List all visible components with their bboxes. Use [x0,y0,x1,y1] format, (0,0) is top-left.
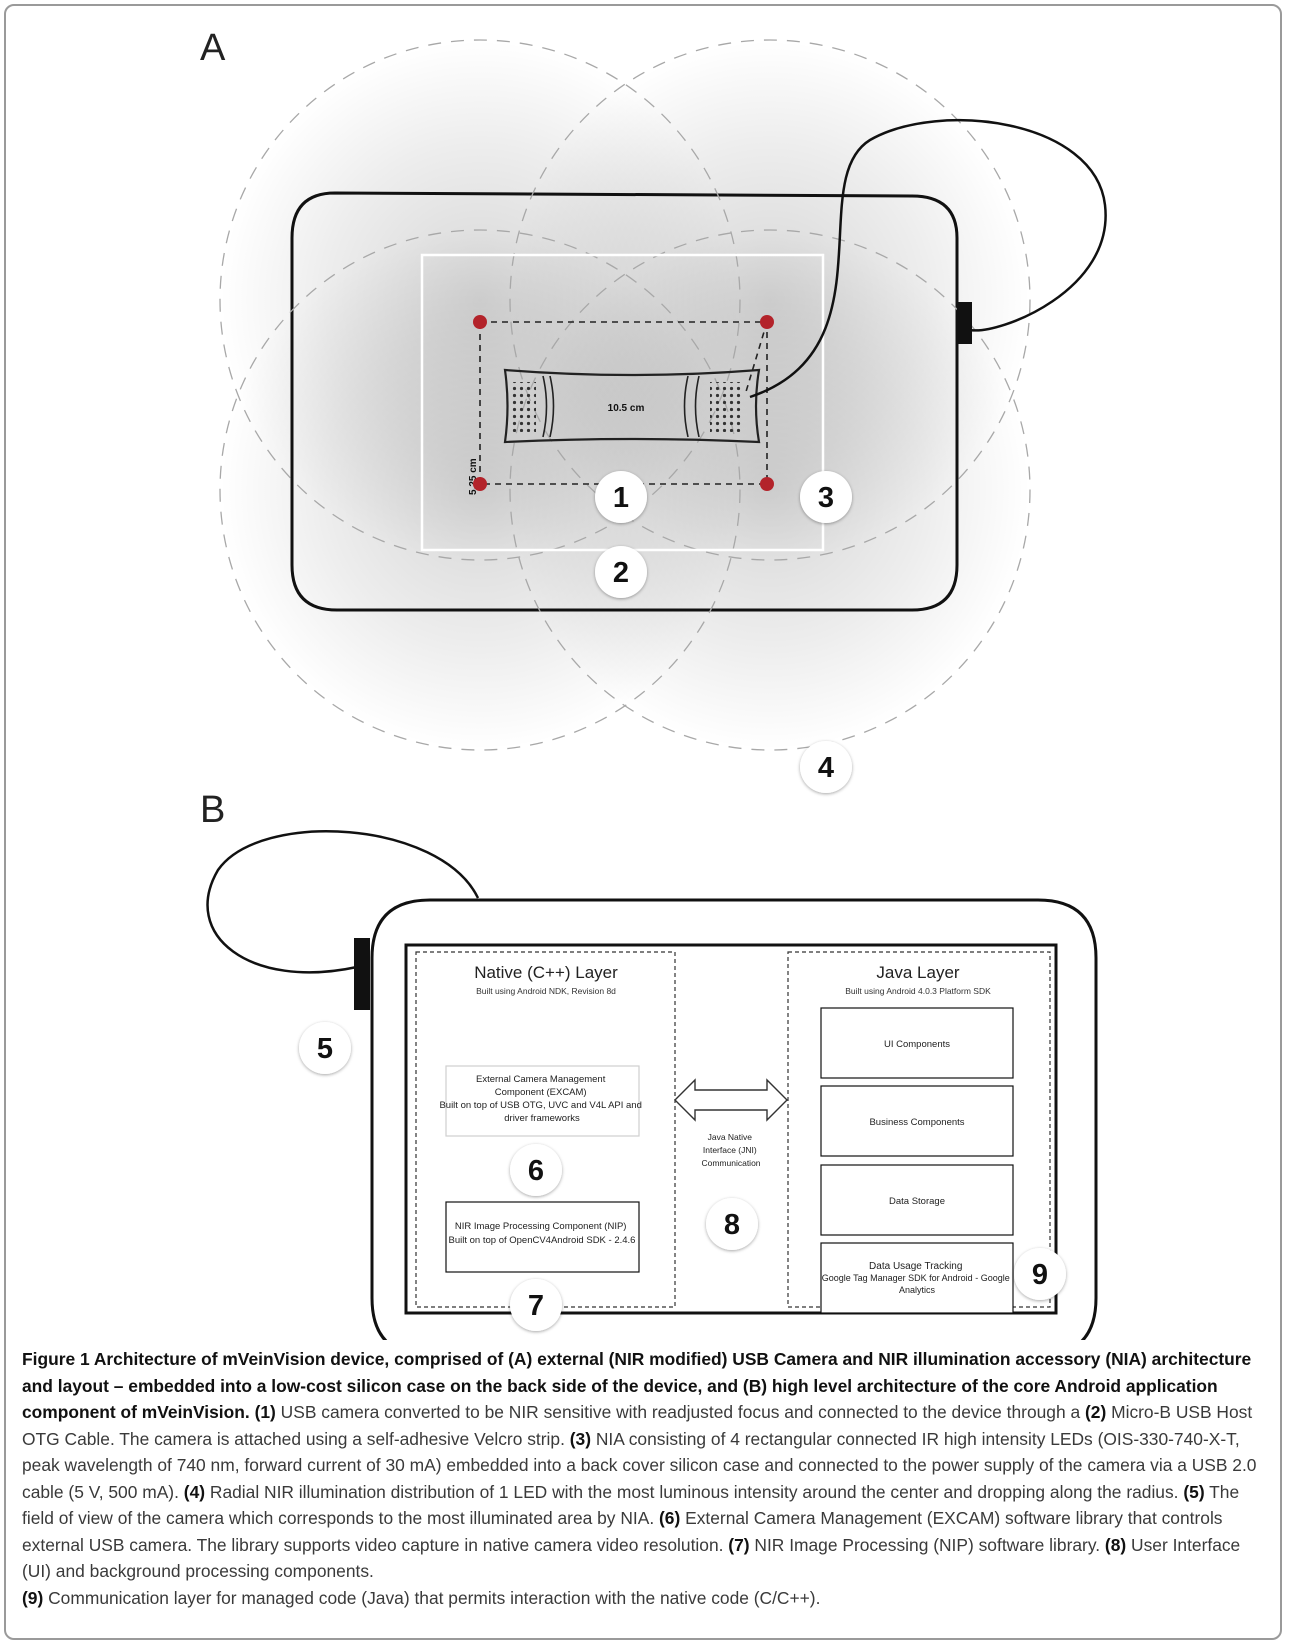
caption-item: (1) USB camera converted to be NIR sensi… [254,1402,1081,1422]
svg-text:4: 4 [818,752,834,784]
nip-title: NIR Image Processing Component (NIP) [455,1221,627,1232]
marker-5: 5 [299,1022,351,1074]
panel-a-label: A [200,27,226,69]
usb-cable-a [749,118,1107,399]
svg-text:Java Native Interface (JNI: Java Native Interface (JNI) Communicatio… [701,1132,760,1168]
caption-item: (4) Radial NIR illumination distribution… [183,1481,1179,1502]
marker-1: 1 [595,471,647,523]
data-usage-tracking-box [820,1242,1014,1314]
usb-port-b [354,938,370,1010]
svg-text:2: 2 [613,557,629,589]
illumination-glow [220,40,1030,750]
caption-item: (6) External Camera Management (EXCAM) s… [22,1508,1223,1555]
tracking-desc-line-2: Analytics [899,1285,936,1295]
ui-components-label: UI Components [884,1039,950,1050]
caption-item: (8) User Interface (UI) and background p… [22,1534,1241,1582]
led-bottom-left [473,477,487,491]
svg-text:5: 5 [317,1033,333,1065]
tracking-title: Data Usage Tracking [869,1261,962,1272]
svg-text:7: 7 [528,1290,544,1322]
svg-text:9: 9 [1032,1259,1048,1291]
figure-frame [4,4,1282,1640]
marker-2: 2 [595,546,647,598]
marker-7: 7 [510,1279,562,1331]
architecture-figure: A 10.5 cm 5.25 cm 1 2 [200,27,1107,1340]
data-storage-label: Data Storage [889,1196,945,1207]
marker-9: 9 [1014,1248,1066,1300]
jni-double-arrow [674,1078,788,1122]
svg-text:External Camera Management: External Camera Management Component (EX… [439,1074,644,1124]
caption-item: (5) The field of view of the camera whic… [22,1481,1240,1529]
screen-area [404,943,1058,1315]
usb-port-a [957,302,972,344]
camera-width-label: 10.5 cm [608,403,645,414]
excam-title-line-2: Component (EXCAM) [495,1087,587,1098]
caption-item: (3) NIA consisting of 4 rectangular conn… [22,1428,1257,1502]
excam-desc-line-1: Built on top of USB OTG, UVC and V4L API… [439,1100,641,1111]
usb-cable-b [206,830,480,974]
business-components-box [820,1085,1014,1157]
illumination-radius-circles [219,39,1031,751]
excam-desc-line-2: driver frameworks [504,1113,580,1124]
java-layer-title: Java Layer [876,963,959,982]
figure-caption: Figure 1 Architecture of mVeinVision dev… [22,1346,1268,1611]
svg-text:8: 8 [724,1209,740,1241]
caption-title: Figure 1 Architecture of mVeinVision dev… [22,1349,1252,1422]
jni-label-line-1: Java Native [708,1132,753,1142]
native-layer-subtitle: Built using Android NDK, Revision 8d [476,986,616,996]
business-components-label: Business Components [869,1117,964,1128]
led-connector-diagonal [744,321,768,396]
caption-item: (2) Micro-B USB Host OTG Cable. The came… [22,1402,1253,1449]
marker-6: 6 [510,1144,562,1196]
jni-label-line-3: Communication [701,1158,760,1168]
caption-item: (9) Communication layer for managed code… [22,1587,821,1608]
native-layer-title: Native (C++) Layer [474,963,618,982]
tracking-desc-line-1: Google Tag Manager SDK for Android - Goo… [822,1273,1010,1283]
led-spacing-label: 5.25 cm [468,458,479,495]
svg-text:Data Usage Tracking Google: Data Usage Tracking Google Tag Manager S… [822,1261,1012,1295]
led-top-left [473,315,487,329]
led-top-right [760,315,774,329]
ui-components-box [820,1007,1014,1079]
svg-text:1: 1 [613,482,629,514]
caption-item: (7) NIR Image Processing (NIP) software … [728,1534,1101,1555]
panel-b-label: B [200,789,225,831]
svg-text:6: 6 [528,1155,544,1187]
marker-4: 4 [800,741,852,793]
led-dashed-rectangle [479,321,768,485]
java-layer-subtitle: Built using Android 4.0.3 Platform SDK [845,986,991,996]
excam-title-line-1: External Camera Management [476,1074,606,1085]
data-storage-box [820,1164,1014,1236]
marker-8: 8 [706,1198,758,1250]
nip-component-box [445,1201,640,1273]
usb-camera [503,368,761,444]
svg-text:NIR Image Processing Component: NIR Image Processing Component (NIP) Bui… [449,1221,636,1246]
jni-label-line-2: Interface (JNI) [703,1145,757,1155]
marker-3: 3 [800,471,852,523]
phone-case-outline [290,191,959,612]
led-bottom-right [760,477,774,491]
ir-leds [473,315,774,491]
svg-text:3: 3 [818,482,834,514]
excam-component-box [445,1065,640,1137]
nip-desc: Built on top of OpenCV4Android SDK - 2.4… [449,1235,636,1246]
